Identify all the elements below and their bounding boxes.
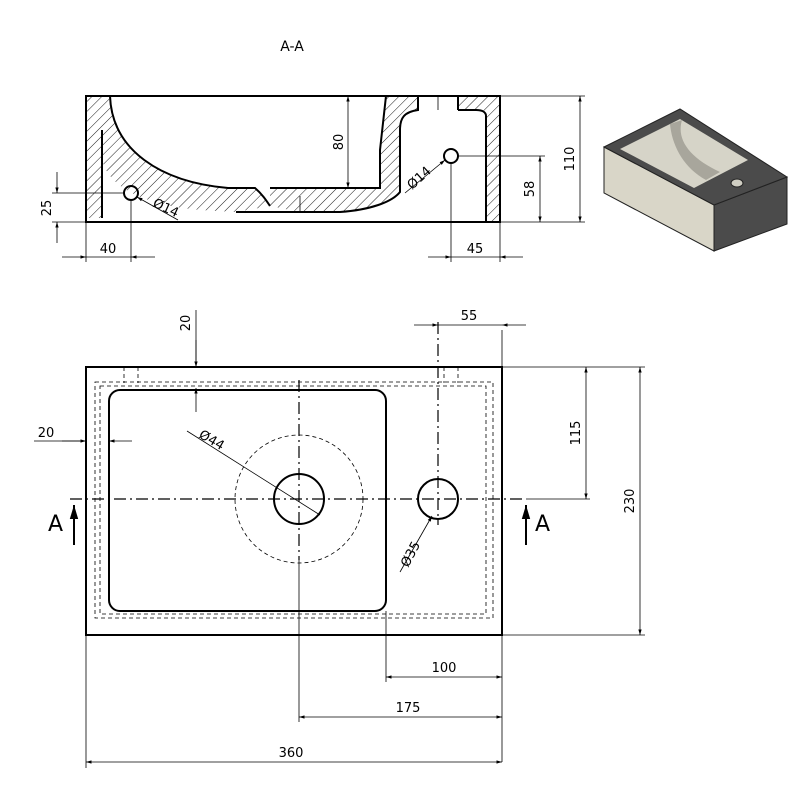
dim-45: 45 bbox=[467, 242, 484, 257]
dim-20-top: 20 bbox=[179, 315, 194, 332]
dim-tap-dia-35: Ø35 bbox=[398, 539, 424, 570]
plan-dimensions: 20 20 55 115 230 100 175 bbox=[34, 309, 645, 768]
dim-360: 360 bbox=[279, 746, 304, 761]
dim-tap-dia: Ø14 bbox=[405, 164, 435, 193]
section-mark-left: A bbox=[48, 512, 63, 537]
tap-side-hole bbox=[443, 148, 459, 164]
dim-80: 80 bbox=[332, 134, 347, 151]
iso-tap-hole bbox=[730, 178, 744, 188]
dim-25: 25 bbox=[40, 200, 55, 217]
dim-20-left: 20 bbox=[38, 426, 55, 441]
iso-bowl-shade bbox=[670, 120, 720, 180]
dim-100: 100 bbox=[432, 661, 457, 676]
section-view: A-A 110 58 bbox=[40, 39, 585, 262]
plan-view: A A 20 20 55 115 230 bbox=[34, 309, 645, 768]
dim-230: 230 bbox=[623, 489, 638, 514]
dim-55: 55 bbox=[461, 309, 478, 324]
dim-110: 110 bbox=[563, 147, 578, 172]
plan-outer bbox=[85, 366, 503, 636]
section-title: A-A bbox=[280, 39, 304, 55]
dim-58: 58 bbox=[523, 181, 538, 198]
plan-bowl bbox=[108, 389, 387, 612]
dim-drain-dia-44: Ø44 bbox=[196, 427, 227, 453]
section-mark-right: A bbox=[535, 512, 550, 537]
dim-175: 175 bbox=[396, 701, 421, 716]
dim-40: 40 bbox=[100, 242, 117, 257]
dim-115: 115 bbox=[569, 421, 584, 446]
isometric-view bbox=[602, 108, 789, 252]
